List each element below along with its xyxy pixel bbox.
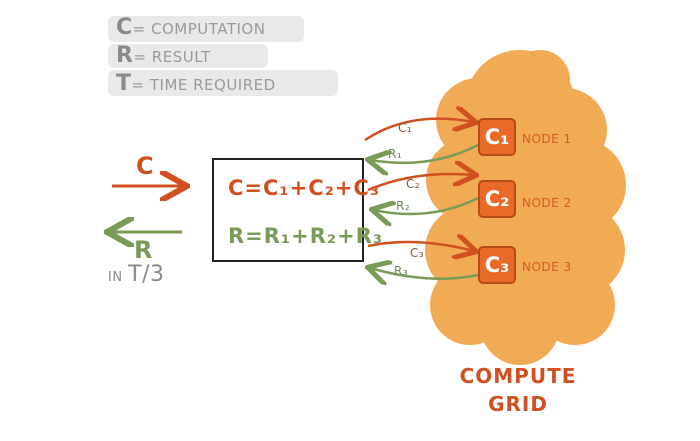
node-1-badge: C₁	[478, 118, 516, 156]
receive-label-2: R₂	[396, 199, 410, 213]
time-annotation: IN T/3	[108, 262, 165, 287]
receive-label-1: R₁	[388, 147, 402, 161]
node-3-label: NODE 3	[522, 260, 572, 274]
grid-title-line1: COMPUTE	[448, 364, 588, 388]
send-label-1: C₁	[398, 121, 412, 135]
send-label-2: C₂	[406, 177, 420, 191]
node-3-badge: C₃	[478, 246, 516, 284]
result-equation: R=R₁+R₂+R₃	[228, 224, 383, 248]
node-2-label: NODE 2	[522, 196, 572, 210]
node-1-label: NODE 1	[522, 132, 572, 146]
output-label: R	[134, 236, 153, 264]
legend-item-result: R= RESULT	[116, 43, 211, 68]
legend-item-computation: C= COMPUTATION	[116, 15, 265, 40]
send-label-3: C₃	[410, 246, 424, 260]
receive-label-3: R₃	[394, 264, 408, 278]
aggregation-box: C=C₁+C₂+C₃ R=R₁+R₂+R₃	[212, 158, 364, 262]
legend-item-time: T= TIME REQUIRED	[116, 71, 276, 96]
input-label: C	[136, 152, 154, 180]
computation-equation: C=C₁+C₂+C₃	[228, 176, 380, 200]
node-2-badge: C₂	[478, 180, 516, 218]
grid-title-line2: GRID	[448, 392, 588, 416]
